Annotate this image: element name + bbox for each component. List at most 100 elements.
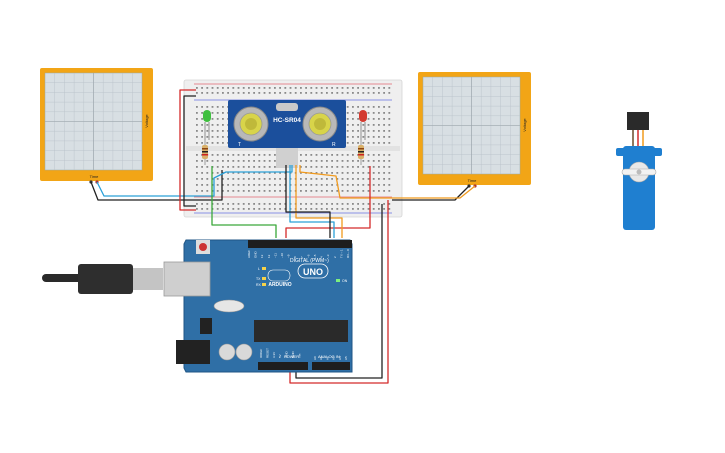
usb-cable[interactable] xyxy=(42,264,163,294)
breadboard-hole xyxy=(383,184,385,186)
breadboard-hole xyxy=(196,136,198,138)
breadboard-hole xyxy=(279,92,281,94)
analog-header[interactable] xyxy=(312,362,350,370)
breadboard-hole xyxy=(372,190,375,192)
breadboard-hole xyxy=(253,190,255,192)
breadboard-hole xyxy=(346,124,349,126)
breadboard-hole xyxy=(258,160,261,162)
breadboard-hole xyxy=(237,160,240,162)
breadboard-hole xyxy=(372,87,375,89)
pin-label: ~5 xyxy=(313,254,317,258)
breadboard-hole xyxy=(253,87,255,89)
wire-black-scope-left[interactable] xyxy=(90,170,223,201)
breadboard-hole xyxy=(357,172,359,174)
breadboard-hole xyxy=(300,203,302,205)
breadboard-hole xyxy=(237,184,240,186)
breadboard-hole xyxy=(216,166,219,168)
wire-red-led[interactable] xyxy=(285,166,371,238)
pin-label: 3.3V xyxy=(272,352,276,358)
breadboard-hole xyxy=(211,130,214,132)
led-red[interactable] xyxy=(359,110,367,140)
breadboard-hole xyxy=(216,87,219,89)
breadboard-hole xyxy=(274,87,276,89)
led-green[interactable] xyxy=(203,110,211,140)
pin-label: 8 xyxy=(293,256,297,258)
breadboard-hole xyxy=(310,154,313,156)
breadboard-hole xyxy=(357,87,359,89)
breadboard-hole xyxy=(222,184,224,186)
breadboard-hole xyxy=(367,92,370,94)
breadboard-hole xyxy=(341,154,344,156)
breadboard-hole xyxy=(253,178,255,180)
breadboard-hole xyxy=(201,172,203,174)
breadboard-hole xyxy=(372,106,375,108)
breadboard-hole xyxy=(227,172,229,174)
wire-black-rail-link[interactable] xyxy=(183,95,196,207)
breadboard-hole xyxy=(331,92,333,94)
breadboard-hole xyxy=(216,172,219,174)
servo-motor[interactable] xyxy=(616,112,662,230)
breadboard-hole xyxy=(237,154,240,156)
crystal-oscillator xyxy=(213,299,245,313)
wire-black-scope-right[interactable] xyxy=(392,185,470,201)
breadboard-hole xyxy=(357,92,359,94)
breadboard-hole xyxy=(331,190,333,192)
wire-orange-scope-right[interactable] xyxy=(299,165,476,199)
breadboard-hole xyxy=(320,87,323,89)
breadboard-hole xyxy=(341,160,344,162)
digital-label: DIGITAL (PWM~) xyxy=(290,258,329,264)
breadboard-hole xyxy=(341,166,344,168)
breadboard-hole xyxy=(357,112,359,114)
breadboard-hole xyxy=(263,184,266,186)
breadboard-hole xyxy=(300,160,302,162)
wire-orange-echo[interactable] xyxy=(295,165,343,238)
led-rx-label: RX xyxy=(256,283,262,287)
breadboard-hole xyxy=(383,130,385,132)
breadboard-hole xyxy=(206,106,209,108)
breadboard-hole xyxy=(331,184,333,186)
power-header[interactable] xyxy=(258,362,308,370)
breadboard-hole xyxy=(222,130,224,132)
breadboard-hole xyxy=(274,172,276,174)
breadboard-hole xyxy=(248,208,250,210)
breadboard-hole xyxy=(289,87,292,89)
led-red-body xyxy=(359,110,367,122)
breadboard-hole xyxy=(263,154,266,156)
ultrasonic-sensor[interactable]: HC-SR04 T R xyxy=(228,100,346,168)
breadboard-hole xyxy=(232,87,235,89)
dc-barrel-jack xyxy=(176,340,210,364)
pin-label: IOREF xyxy=(259,349,263,358)
led-tx xyxy=(262,277,266,280)
breadboard-hole xyxy=(378,154,380,156)
breadboard-hole xyxy=(346,190,349,192)
breadboard-hole xyxy=(305,166,307,168)
wire-blue-scope-left[interactable] xyxy=(96,165,293,197)
wire-red-rail-link[interactable] xyxy=(179,89,196,211)
breadboard-hole xyxy=(357,118,359,120)
oscilloscope-left[interactable]: Time Voltage xyxy=(40,68,153,184)
oscilloscope-right[interactable]: Time Voltage xyxy=(418,72,531,188)
capacitor-right xyxy=(235,343,253,361)
breadboard-hole xyxy=(206,172,209,174)
breadboard-hole xyxy=(372,178,375,180)
wire-black-sensor-gnd[interactable] xyxy=(285,165,331,238)
uno-label: UNO xyxy=(303,267,323,277)
uno-oval xyxy=(297,263,329,279)
breadboard-hole xyxy=(346,130,349,132)
resistor-right[interactable] xyxy=(358,140,364,165)
breadboard-hole xyxy=(352,172,354,174)
breadboard-hole xyxy=(268,87,271,89)
wire-green-led[interactable] xyxy=(211,166,277,238)
breadboard-hole xyxy=(341,178,344,180)
breadboard-hole xyxy=(201,166,203,168)
breadboard-hole xyxy=(383,87,385,89)
breadboard-hole xyxy=(216,178,219,180)
breadboard-hole xyxy=(253,166,255,168)
wire-blue-trig[interactable] xyxy=(289,165,335,238)
resistor-left[interactable] xyxy=(202,140,208,165)
breadboard-hole xyxy=(305,190,307,192)
digital-header[interactable] xyxy=(248,240,352,248)
reset-button[interactable] xyxy=(199,243,207,251)
